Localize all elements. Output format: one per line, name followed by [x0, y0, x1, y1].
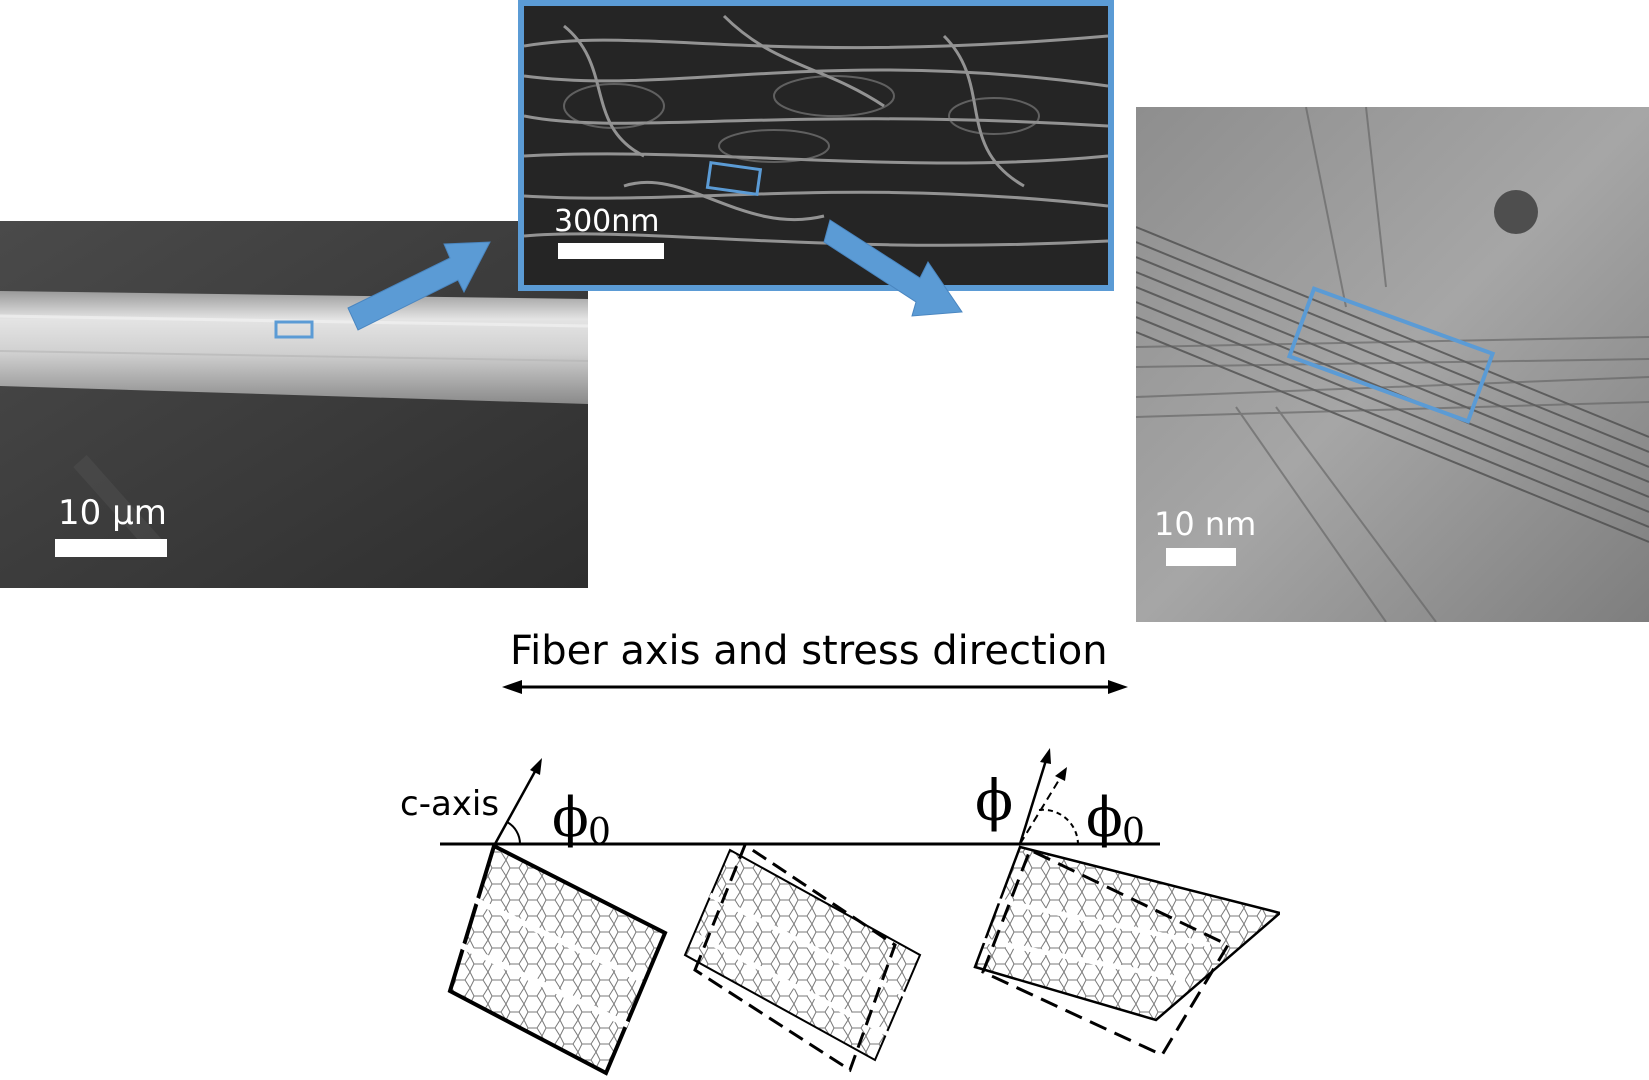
scale-label-10nm: 10 nm — [1154, 505, 1257, 543]
sem-bundle-graphic — [524, 6, 1108, 285]
sem-fiber-graphic — [0, 221, 588, 588]
c-axis-label: c-axis — [400, 784, 499, 824]
zoom-arrow-2 — [823, 219, 963, 317]
scale-bar-10nm — [1166, 548, 1236, 566]
tem-nanotube-image: 10 nm — [1136, 107, 1649, 622]
phi-symbol: ϕ — [975, 769, 1013, 834]
tem-nanotube-graphic — [1136, 107, 1649, 622]
phi0-subscript-left: 0 — [588, 812, 611, 853]
scale-bar-300nm — [558, 243, 664, 259]
phi-arrow — [1018, 756, 1049, 845]
phi0-symbol-left: ϕ — [552, 786, 589, 849]
phi0-symbol-right: ϕ — [1086, 786, 1123, 849]
scale-label-300nm: 300nm — [554, 204, 660, 239]
scale-bar-10um — [55, 539, 167, 557]
zoom-region-box — [274, 320, 314, 339]
graphene-block-sheared — [973, 845, 1280, 1057]
fiber-axis-caption: Fiber axis and stress direction — [510, 628, 1108, 674]
zoom-arrow-1 — [347, 241, 491, 331]
orientation-schematic: c-axis ϕ 0 ϕ ϕ 0 — [400, 748, 1280, 1076]
graphene-block-rotated — [683, 842, 922, 1073]
c-axis-arrow — [493, 765, 540, 845]
graphene-block-initial — [447, 843, 668, 1076]
zoom-region-box-mid — [705, 160, 763, 197]
fiber-axis-arrow — [502, 680, 1128, 694]
phi0-subscript-right: 0 — [1122, 812, 1145, 853]
sem-fiber-image: 10 µm — [0, 221, 588, 588]
sem-bundle-image: 300nm — [518, 0, 1114, 291]
scale-label-10um: 10 µm — [58, 493, 167, 533]
zoom-region-box-tem — [1286, 286, 1496, 424]
